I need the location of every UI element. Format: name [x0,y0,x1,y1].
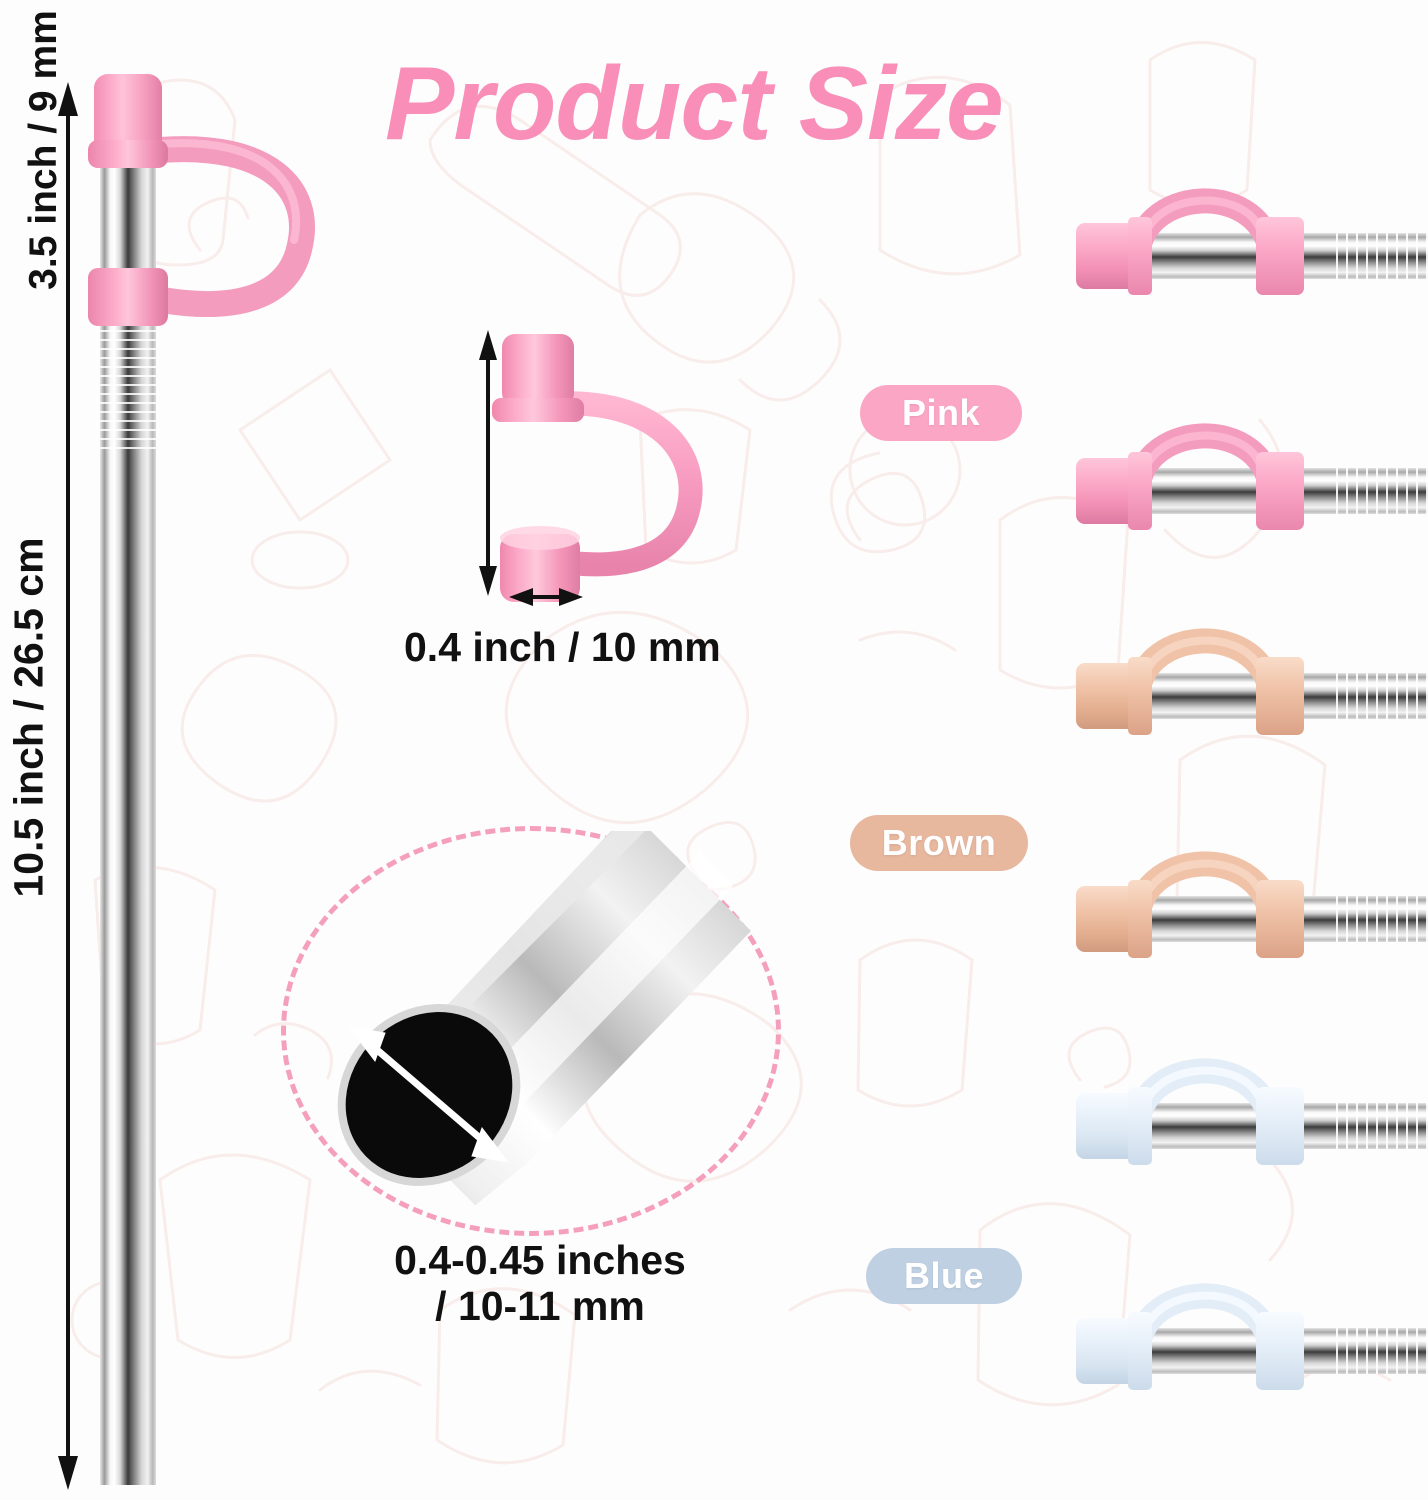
straw-ring [1256,1087,1304,1165]
vertical-straw-ring [88,268,168,326]
straw-cap-collar [1128,1312,1152,1390]
cap-width-dimension-line [509,588,583,606]
variant-row-blue-2 [1060,1250,1428,1450]
straw-length-dimension-line [58,82,78,1490]
straw-cap-collar [1128,452,1152,530]
straw-cap-collar [1128,880,1152,958]
color-badge-pink: Pink [860,385,1022,441]
horizontal-straw-ribs [1336,1103,1428,1149]
straw-diameter-label: 0.4-0.45 inches / 10-11 mm [330,1237,750,1330]
horizontal-straw-ribs [1336,233,1428,279]
straw-ring [1256,880,1304,958]
vertical-straw-strap [147,136,315,317]
color-badge-brown-label: Brown [881,822,997,863]
color-badge-pink-label: Pink [901,392,981,433]
straw-diameter-label-line1: 0.4-0.45 inches [394,1237,686,1283]
horizontal-straw-ribs [1336,896,1428,942]
page-title: Product Size [385,46,1004,162]
horizontal-straw-ribs [1336,1328,1428,1374]
diameter-callout-circle [281,826,781,1236]
straw-diameter-label-line2: / 10-11 mm [435,1282,645,1329]
horizontal-straw-ribs [1336,673,1428,719]
cap-height-dimension-line [479,330,497,596]
variant-row-brown-1 [1060,595,1428,795]
straw-ring [1256,1312,1304,1390]
color-badge-blue: Blue [866,1248,1022,1304]
straw-ring [1256,657,1304,735]
horizontal-straw-ribs [1336,468,1428,514]
vertical-straw-cap-flange [88,140,168,168]
straw-length-label: 10.5 inch / 26.5 cm [5,537,52,898]
variant-row-brown-2 [1060,818,1428,1018]
straw-bore-closeup [337,831,751,1211]
straw-ring [1256,217,1304,295]
straw-cap-collar [1128,657,1152,735]
straw-cap-collar [1128,217,1152,295]
cap-width-label: 0.4 inch / 10 mm [404,624,721,670]
straw-cap-collar [1128,1087,1152,1165]
variant-row-pink-2 [1060,390,1428,590]
vertical-straw-ribs [100,330,156,450]
straw-ring [1256,452,1304,530]
cap-height-label: 3.5 inch / 9 mm [22,10,65,290]
color-badge-blue-label: Blue [903,1255,984,1296]
color-badge-brown: Brown [850,815,1028,871]
variant-row-pink-1 [1060,155,1428,355]
cap-detail-illustration [492,334,703,602]
variant-row-blue-1 [1060,1025,1428,1225]
